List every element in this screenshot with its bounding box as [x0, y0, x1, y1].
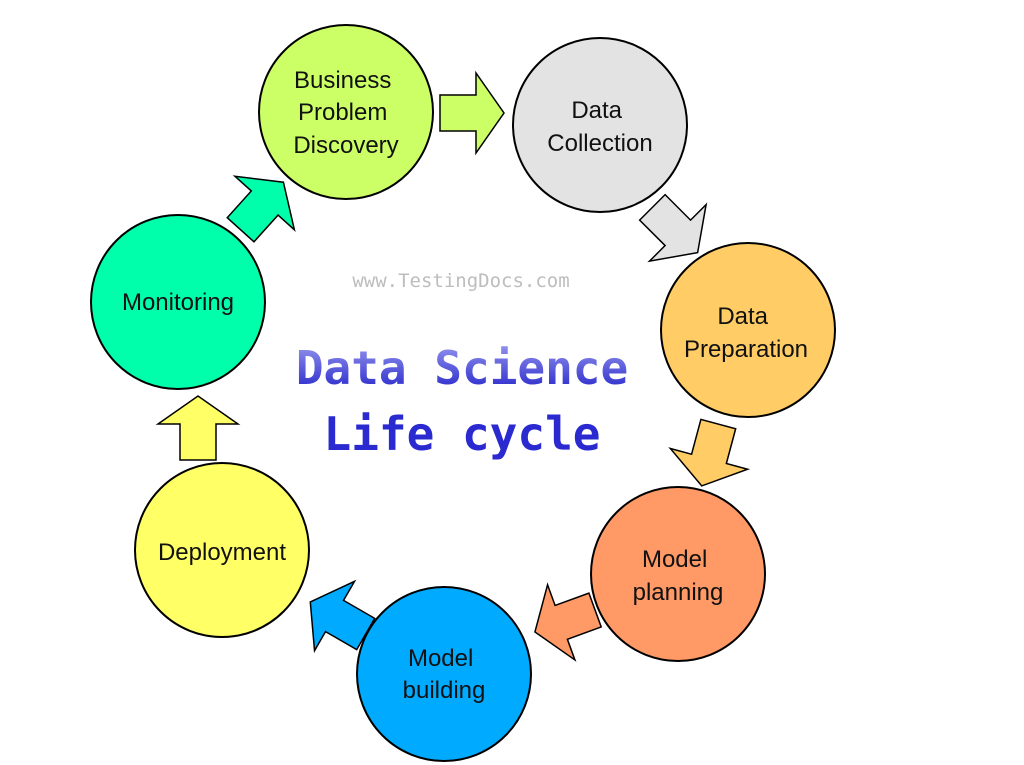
arrow-business-to-collection: [439, 72, 505, 154]
stage-monitoring: Monitoring: [90, 214, 266, 390]
stage-label: Deployment: [158, 539, 286, 566]
stage-data-collection: Data Collection: [512, 37, 688, 213]
stage-business-problem-discovery: Business Problem Discovery: [258, 24, 434, 200]
title-line-1: Data Science: [296, 341, 628, 395]
stage-model-building: Model building: [356, 586, 532, 762]
stage-deployment: Deployment: [134, 462, 310, 638]
arrow-deployment-to-monitoring: [157, 395, 239, 461]
stage-circle: [512, 37, 688, 213]
stage-circle: [90, 214, 266, 390]
arrow-preparation-to-planning: [662, 412, 758, 498]
stage-circle: [356, 586, 532, 762]
stage-label: Data Collection: [547, 97, 652, 157]
watermark-text: www.TestingDocs.com: [352, 270, 569, 292]
stage-label: Business Problem Discovery: [293, 67, 398, 159]
stage-label: Model planning: [633, 546, 724, 606]
stage-circle: [660, 242, 836, 418]
title-line-2: Life cycle: [324, 407, 601, 461]
stage-circle: [590, 486, 766, 662]
stage-label: Monitoring: [122, 289, 234, 316]
stage-model-planning: Model planning: [590, 486, 766, 662]
stage-label: Data Preparation: [684, 303, 808, 363]
stage-data-preparation: Data Preparation: [660, 242, 836, 418]
stage-circle: [258, 24, 434, 200]
stage-circle: [134, 462, 310, 638]
stage-label: Model building: [403, 645, 486, 704]
